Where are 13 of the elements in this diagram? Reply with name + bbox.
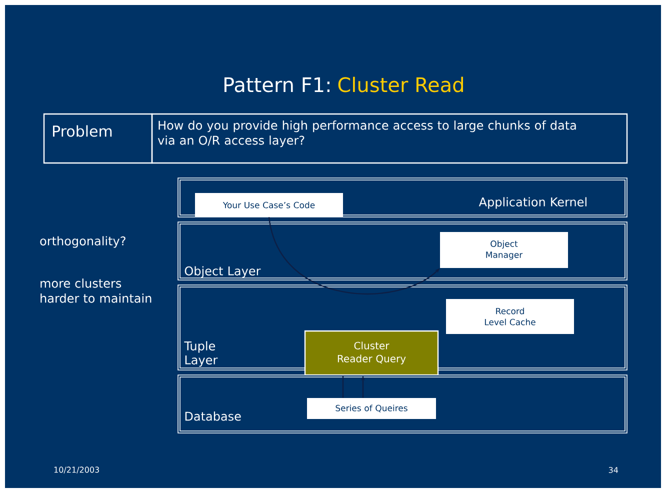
footer-date: 10/21/2003 bbox=[54, 466, 99, 474]
component-box: Your Use Case’s Code bbox=[195, 193, 343, 217]
highlight-box: Cluster Reader Query bbox=[304, 330, 439, 376]
side-note: orthogonality? bbox=[40, 236, 126, 248]
table-cell: How do you provide high performance access to large chunks of data via an O/R access layer? bbox=[151, 113, 628, 164]
component-box: Record Level Cache bbox=[446, 299, 574, 334]
table-cell: Problem bbox=[43, 113, 153, 164]
slide-title: Cluster Read bbox=[338, 76, 463, 92]
slide-title: Pattern F1: bbox=[224, 77, 330, 92]
side-note: more clusters harder to maintain bbox=[40, 278, 152, 303]
component-box: Series of Queires bbox=[307, 398, 436, 419]
component-box: Object Manager bbox=[440, 232, 568, 268]
page-number: 34 bbox=[608, 466, 618, 474]
